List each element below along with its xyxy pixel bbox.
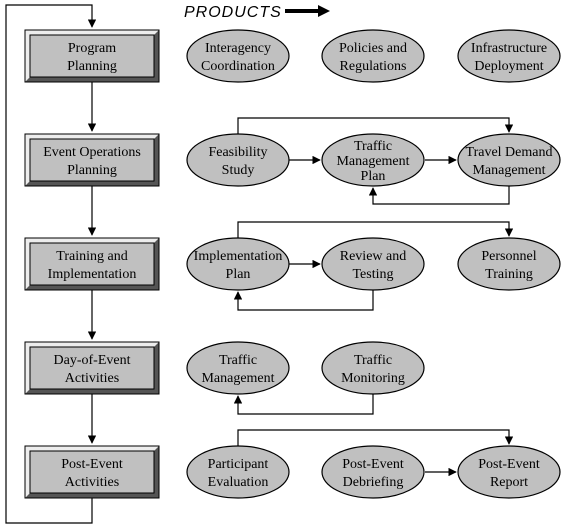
phase-training-and-implementation-label-line-2: Implementation (48, 267, 137, 282)
product-feasibility-study-label-line-1: Feasibility (208, 145, 267, 160)
product-review-and-testing-label-line-2: Testing (352, 267, 393, 282)
product-traffic-management-label-line-2: Management (201, 371, 274, 386)
phase-event-operations-planning-label-line-1: Event Operations (43, 145, 141, 160)
product-post-event-debriefing-label-line-1: Post-Event (342, 457, 404, 472)
phase-post-event-activities-label-line-2: Activities (65, 475, 119, 490)
product-travel-demand-management-label-line-1: Travel Demand (466, 145, 553, 160)
connector-monitoring-to-management (233, 394, 374, 415)
header-arrow-icon (285, 5, 330, 17)
product-travel-demand-management-label-line-2: Management (472, 163, 545, 178)
phase-post-event-activities-label-line-1: Post-Event (61, 457, 123, 472)
product-interagency-coordination-label-line-2: Coordination (201, 59, 275, 74)
product-post-event-report-label-line-2: Report (490, 475, 528, 490)
phase-day-of-event-activities-label-line-2: Activities (65, 371, 119, 386)
product-implementation-plan-label-line-1: Implementation (194, 249, 283, 264)
phase-program-planning-label-line-1: Program (68, 41, 116, 56)
product-participant-evaluation-label-line-1: Participant (208, 457, 269, 472)
product-infrastructure-deployment-label-line-2: Deployment (474, 59, 543, 74)
product-traffic-monitoring-label-line-2: Monitoring (341, 371, 405, 386)
product-feasibility-study-label-line-2: Study (222, 163, 255, 178)
product-infrastructure-deployment-label-line-1: Infrastructure (471, 41, 547, 56)
product-traffic-management-plan-label-line-3: Plan (361, 169, 386, 184)
connector-evaluation-to-report (237, 429, 514, 447)
connector-review-to-impl-plan (233, 290, 374, 311)
feedback-loop-connector (5, 4, 97, 524)
connector-impl-plan-to-training (237, 221, 514, 239)
product-participant-evaluation-label-line-2: Evaluation (208, 475, 269, 490)
product-policies-and-regulations-label-line-1: Policies and (339, 41, 407, 56)
product-personnel-training-label-line-1: Personnel (481, 249, 536, 264)
product-implementation-plan-label-line-2: Plan (226, 267, 251, 282)
product-traffic-management-plan-label-line-2: Management (336, 154, 409, 169)
product-policies-and-regulations-label-line-2: Regulations (340, 59, 407, 74)
product-review-and-testing-label-line-1: Review and (340, 249, 406, 264)
product-personnel-training-label-line-2: Training (485, 267, 533, 282)
product-interagency-coordination-label-line-1: Interagency (205, 41, 271, 56)
product-traffic-management-label-line-1: Traffic (219, 353, 257, 368)
product-post-event-debriefing-label-line-2: Debriefing (343, 475, 404, 490)
products-header: PRODUCTS (184, 4, 282, 21)
product-traffic-monitoring-label-line-1: Traffic (354, 353, 392, 368)
phase-training-and-implementation-label-line-1: Training and (56, 249, 127, 264)
product-post-event-report-label-line-1: Post-Event (478, 457, 540, 472)
phase-program-planning-label-line-2: Planning (67, 59, 117, 74)
product-traffic-management-plan-label-line-1: Traffic (354, 139, 392, 154)
phase-event-operations-planning-label-line-2: Planning (67, 163, 117, 178)
phase-day-of-event-activities-label-line-1: Day-of-Event (54, 353, 131, 368)
connector-feasibility-to-tdm (237, 117, 514, 135)
connector-tdm-to-tmp (368, 186, 510, 205)
